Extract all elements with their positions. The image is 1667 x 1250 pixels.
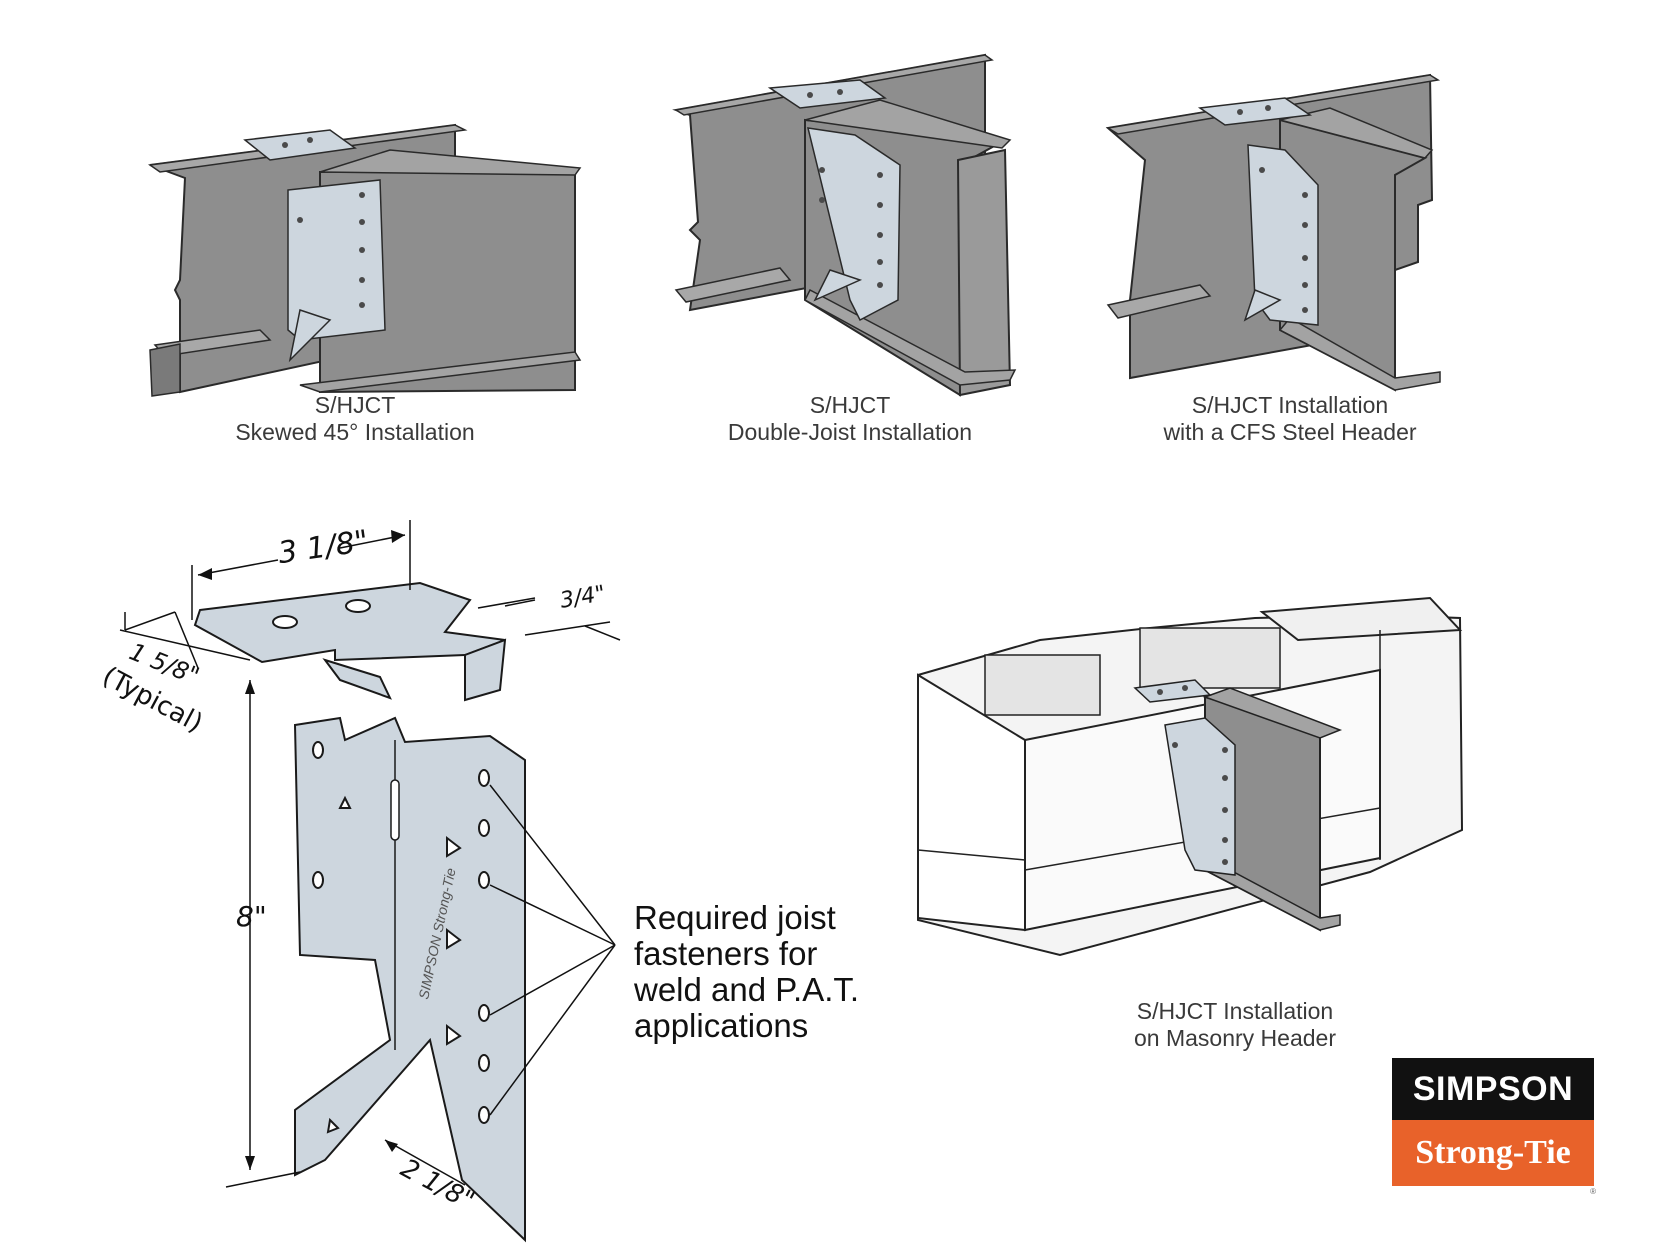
caption-cfs-line2: with a CFS Steel Header bbox=[1163, 419, 1417, 445]
caption-skewed-installation: S/HJCT Skewed 45° Installation bbox=[210, 392, 500, 446]
double-joist-installation-illustration bbox=[672, 53, 1017, 397]
simpson-strong-tie-logo: SIMPSON Strong-Tie ® bbox=[1384, 1050, 1602, 1196]
caption-double-line1: S/HJCT bbox=[809, 392, 891, 418]
caption-skewed-line2: Skewed 45° Installation bbox=[235, 419, 475, 445]
logo-simpson: SIMPSON bbox=[1392, 1058, 1594, 1120]
callout-line-2: fasteners for bbox=[634, 935, 818, 972]
fastener-callout: Required joist fasteners for weld and P.… bbox=[634, 900, 859, 1044]
callout-line-3: weld and P.A.T. bbox=[634, 971, 860, 1008]
cfs-header-installation-illustration bbox=[1105, 73, 1441, 392]
skewed-installation-illustration bbox=[147, 123, 582, 397]
caption-double-joist-installation: S/HJCT Double-Joist Installation bbox=[700, 392, 1000, 446]
caption-double-line2: Double-Joist Installation bbox=[727, 419, 973, 445]
bracket-detail-illustration: SIMPSON Strong-Tie bbox=[119, 520, 621, 1243]
caption-masonry-line1: S/HJCT Installation bbox=[1136, 998, 1334, 1024]
caption-masonry-header-installation: S/HJCT Installation on Masonry Header bbox=[1100, 998, 1370, 1052]
masonry-header-installation-illustration bbox=[917, 596, 1464, 957]
callout-line-1: Required joist bbox=[634, 899, 836, 936]
logo-strong-tie: Strong-Tie bbox=[1392, 1120, 1594, 1186]
caption-masonry-line2: on Masonry Header bbox=[1134, 1025, 1336, 1051]
caption-skewed-line1: S/HJCT bbox=[314, 392, 396, 418]
logo-registered-mark: ® bbox=[1590, 1187, 1596, 1196]
callout-line-4: applications bbox=[634, 1007, 809, 1044]
caption-cfs-line1: S/HJCT Installation bbox=[1191, 392, 1389, 418]
dimension-height: 8" bbox=[236, 900, 267, 933]
caption-cfs-header-installation: S/HJCT Installation with a CFS Steel Hea… bbox=[1140, 392, 1440, 446]
